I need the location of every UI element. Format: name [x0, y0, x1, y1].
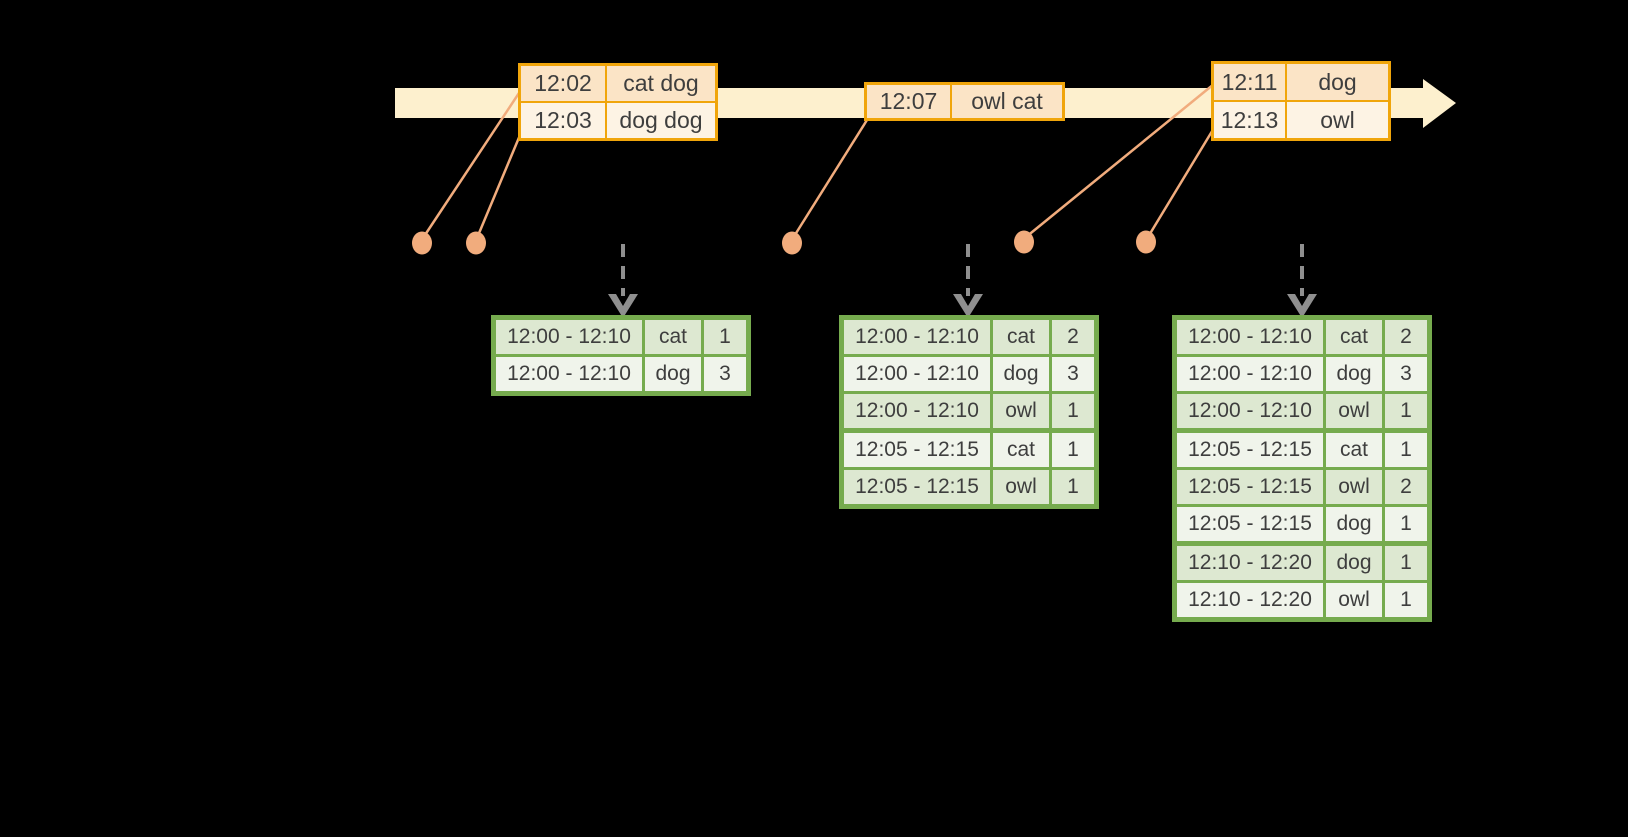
event-words-cell: dog [1285, 61, 1391, 102]
count-cell: 1 [1382, 504, 1431, 545]
word-cell: cat [1323, 316, 1385, 357]
event-time-cell: 12:03 [518, 101, 607, 141]
count-cell: 3 [701, 354, 750, 395]
result-row: 12:00 - 12:10 dog 3 [492, 354, 750, 395]
event-time-cell: 12:11 [1211, 61, 1287, 102]
result-row: 12:00 - 12:10 dog 3 [1173, 354, 1431, 394]
event-time-cell: 12:13 [1211, 100, 1287, 141]
word-cell: dog [642, 354, 704, 395]
event-words-cell: owl [1285, 100, 1391, 141]
count-cell: 2 [1049, 316, 1098, 357]
result-row: 12:00 - 12:10 dog 3 [840, 354, 1098, 394]
arrow-down-icon [1287, 294, 1317, 318]
word-cell: owl [1323, 391, 1385, 432]
count-cell: 1 [1382, 428, 1431, 470]
word-cell: dog [1323, 504, 1385, 545]
count-cell: 1 [1049, 428, 1098, 470]
event-connector-line [1146, 127, 1216, 238]
result-row: 12:05 - 12:15 cat 1 [840, 428, 1098, 470]
timeline-arrowhead-icon [1423, 79, 1456, 128]
event-time-cell: 12:02 [518, 63, 607, 103]
trigger-arrowheads [608, 294, 1317, 318]
event-time-cell: 12:07 [864, 82, 952, 121]
window-cell: 12:00 - 12:10 [1173, 316, 1326, 357]
result-table-3: 12:00 - 12:10 cat 2 12:00 - 12:10 dog 3 … [1172, 315, 1432, 622]
trigger-arrows [621, 244, 1304, 296]
window-cell: 12:05 - 12:15 [840, 428, 993, 470]
event-row: 12:13 owl [1211, 100, 1391, 141]
event-row: 12:07 owl cat [864, 82, 1065, 121]
event-table-3: 12:11 dog 12:13 owl [1211, 61, 1391, 141]
window-cell: 12:10 - 12:20 [1173, 541, 1326, 583]
window-cell: 12:00 - 12:10 [840, 354, 993, 394]
word-cell: owl [990, 467, 1052, 508]
window-cell: 12:00 - 12:10 [840, 316, 993, 357]
event-row: 12:02 cat dog [518, 63, 718, 103]
arrow-down-icon [608, 294, 638, 318]
count-cell: 3 [1049, 354, 1098, 394]
event-dots [412, 230, 1156, 255]
word-cell: dog [990, 354, 1052, 394]
event-table-1: 12:02 cat dog 12:03 dog dog [518, 63, 718, 141]
result-row: 12:00 - 12:10 owl 1 [840, 391, 1098, 432]
event-dot [1136, 230, 1156, 254]
word-cell: cat [1323, 428, 1385, 470]
result-row: 12:00 - 12:10 owl 1 [1173, 391, 1431, 432]
result-row: 12:00 - 12:10 cat 1 [492, 316, 750, 357]
result-row: 12:00 - 12:10 cat 2 [840, 316, 1098, 357]
result-row: 12:00 - 12:10 cat 2 [1173, 316, 1431, 357]
window-cell: 12:00 - 12:10 [492, 316, 645, 357]
event-connector-line [791, 119, 869, 239]
window-cell: 12:00 - 12:10 [492, 354, 645, 395]
window-cell: 12:05 - 12:15 [1173, 467, 1326, 507]
count-cell: 2 [1382, 316, 1431, 357]
word-cell: owl [1323, 467, 1385, 507]
event-words-cell: owl cat [950, 82, 1065, 121]
event-dot [1014, 230, 1034, 254]
event-connector-line [475, 127, 525, 239]
event-words-cell: cat dog [605, 63, 718, 103]
result-row: 12:10 - 12:20 owl 1 [1173, 580, 1431, 621]
event-connector-line [421, 89, 523, 239]
window-cell: 12:00 - 12:10 [1173, 391, 1326, 432]
result-row: 12:05 - 12:15 owl 2 [1173, 467, 1431, 507]
count-cell: 1 [1382, 391, 1431, 432]
count-cell: 1 [1382, 541, 1431, 583]
arrow-down-icon [953, 294, 983, 318]
event-words-cell: dog dog [605, 101, 718, 141]
result-row: 12:05 - 12:15 dog 1 [1173, 504, 1431, 545]
result-table-1: 12:00 - 12:10 cat 1 12:00 - 12:10 dog 3 [491, 315, 751, 396]
event-row: 12:03 dog dog [518, 101, 718, 141]
count-cell: 1 [1382, 580, 1431, 621]
word-cell: owl [990, 391, 1052, 432]
word-cell: dog [1323, 541, 1385, 583]
count-cell: 1 [1049, 391, 1098, 432]
event-row: 12:11 dog [1211, 61, 1391, 102]
event-dot [412, 231, 432, 255]
word-cell: cat [990, 428, 1052, 470]
event-table-2: 12:07 owl cat [864, 82, 1065, 121]
event-dot [466, 231, 486, 255]
word-cell: owl [1323, 580, 1385, 621]
count-cell: 1 [701, 316, 750, 357]
event-connectors [421, 83, 1216, 239]
result-row: 12:05 - 12:15 owl 1 [840, 467, 1098, 508]
event-connector-line [1025, 83, 1215, 238]
count-cell: 1 [1049, 467, 1098, 508]
count-cell: 3 [1382, 354, 1431, 394]
word-cell: cat [990, 316, 1052, 357]
window-cell: 12:05 - 12:15 [1173, 504, 1326, 545]
event-dot [782, 231, 802, 255]
window-cell: 12:10 - 12:20 [1173, 580, 1326, 621]
word-cell: dog [1323, 354, 1385, 394]
word-cell: cat [642, 316, 704, 357]
window-cell: 12:00 - 12:10 [1173, 354, 1326, 394]
window-cell: 12:00 - 12:10 [840, 391, 993, 432]
result-row: 12:10 - 12:20 dog 1 [1173, 541, 1431, 583]
result-table-2: 12:00 - 12:10 cat 2 12:00 - 12:10 dog 3 … [839, 315, 1099, 509]
window-cell: 12:05 - 12:15 [840, 467, 993, 508]
result-row: 12:05 - 12:15 cat 1 [1173, 428, 1431, 470]
count-cell: 2 [1382, 467, 1431, 507]
window-cell: 12:05 - 12:15 [1173, 428, 1326, 470]
